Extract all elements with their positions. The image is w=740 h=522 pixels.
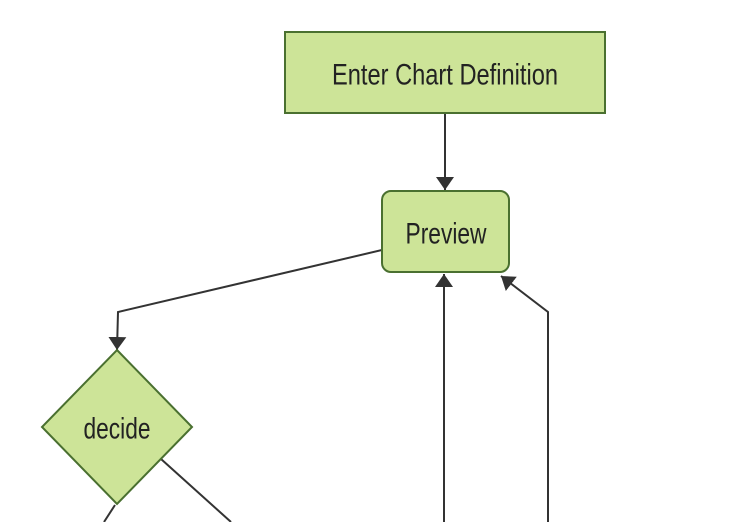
- preview-label: Preview: [406, 218, 487, 251]
- edge-preview-to-decide: [108, 249, 383, 351]
- decide-diamond: [40, 348, 194, 506]
- edge-decide-branch-offscreen-right: [160, 458, 232, 522]
- edge-offscreen-to-preview-right: [500, 275, 549, 522]
- edge-decide-branch-offscreen-left: [103, 504, 116, 522]
- enter-chart-definition-box: [284, 31, 606, 114]
- decide-label: decide: [84, 413, 151, 446]
- node-decide: decide: [40, 348, 194, 506]
- preview-box: [381, 190, 510, 273]
- node-preview: Preview: [381, 190, 510, 273]
- node-enter-chart-definition: Enter Chart Definition: [284, 31, 606, 114]
- enter-chart-definition-label: Enter Chart Definition: [332, 59, 558, 92]
